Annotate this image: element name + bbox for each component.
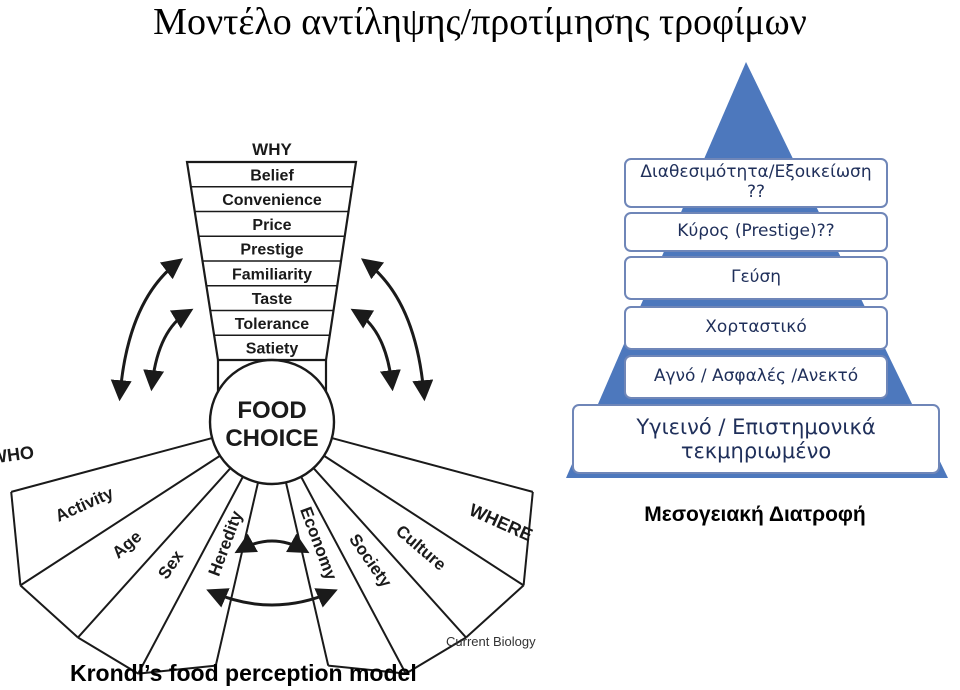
where-item: Economy	[296, 504, 341, 583]
food-choice-line2: CHOICE	[225, 425, 318, 452]
who-fan-edge	[77, 636, 139, 675]
food-choice-circle	[208, 358, 336, 486]
who-fan-edge	[19, 584, 79, 639]
why-item: Belief	[250, 167, 294, 184]
who-item: Activity	[52, 483, 116, 526]
pyramid-level-1: Διαθεσιμότητα/Εξοικείωση??	[624, 158, 888, 208]
why-item: Satiety	[246, 341, 299, 358]
arrow-bottom-outer	[206, 588, 338, 608]
food-choice-line1: FOOD	[237, 397, 306, 424]
where-fan-divider	[312, 467, 467, 639]
arrow-left-inner	[143, 308, 194, 392]
where-fan-divider	[300, 476, 407, 675]
where-fan-edge	[465, 584, 525, 639]
pyramid-level-2: Κύρος (Prestige)??	[624, 212, 888, 252]
who-fan-divider	[137, 476, 244, 675]
arrow-bottom-inner	[234, 533, 310, 554]
where-fan-divider	[284, 482, 330, 666]
who-fan-divider	[19, 454, 221, 587]
where-item: Society	[345, 530, 396, 591]
pyramid-level-text: Υγιεινό / Επιστημονικά	[636, 414, 876, 439]
why-item: Familiarity	[232, 266, 312, 283]
why-item: Price	[252, 217, 291, 234]
arrow-left-outer	[110, 258, 184, 402]
page-title: Μοντέλο αντίληψης/προτίμησης τροφίμων	[153, 1, 807, 43]
where-fan-edge	[522, 491, 534, 586]
why-item: Convenience	[222, 192, 322, 209]
who-fan-edge	[10, 491, 22, 586]
arrow-right-outer	[360, 258, 434, 402]
pyramid-level-text: Αγνό / Ασφαλές /Ανεκτό	[653, 366, 859, 387]
diagram-caption: Krondl’s food perception model	[70, 660, 417, 686]
pyramid-level-5: Αγνό / Ασφαλές /Ανεκτό	[624, 355, 888, 399]
who-item: Sex	[154, 546, 187, 582]
pyramid-label: Μεσογειακή Διατροφή	[644, 503, 866, 526]
where-fan-divider	[331, 437, 534, 493]
pyramid-level-text: Διαθεσιμότητα/Εξοικείωση	[640, 162, 872, 183]
arrow-right-inner	[350, 308, 401, 392]
where-fan-edge	[328, 664, 406, 675]
who-fan-divider	[10, 437, 213, 493]
where-fan-divider	[323, 454, 525, 587]
who-fan-divider	[77, 467, 232, 639]
why-item: Taste	[252, 291, 293, 308]
pyramid-level-3: Γεύση	[624, 256, 888, 300]
who-fan-divider	[214, 482, 260, 666]
krondl-model: WHY BeliefConveniencePricePrestigeFamilia…	[0, 140, 536, 675]
who-item: Heredity	[205, 508, 247, 579]
who-header: WHO	[0, 442, 35, 468]
pyramid-level-text: τεκμηριωμένο	[680, 439, 832, 463]
why-header: WHY	[252, 140, 292, 159]
source-credit: Current Biology	[446, 634, 536, 649]
who-item: Age	[108, 527, 145, 562]
where-fan-edge	[405, 636, 467, 675]
pyramid-level-text: Γεύση	[730, 267, 782, 288]
pyramid-level-text: Κύρος (Prestige)??	[677, 221, 835, 242]
where-header: WHERE	[466, 500, 535, 546]
pyramid-level-4: Χορταστικό	[624, 306, 888, 350]
why-item: Prestige	[240, 242, 303, 259]
pyramid-level-text: Χορταστικό	[705, 317, 807, 338]
why-item: Tolerance	[235, 316, 310, 333]
pyramid-level-text: ??	[746, 182, 766, 202]
who-fan-edge	[138, 664, 216, 675]
